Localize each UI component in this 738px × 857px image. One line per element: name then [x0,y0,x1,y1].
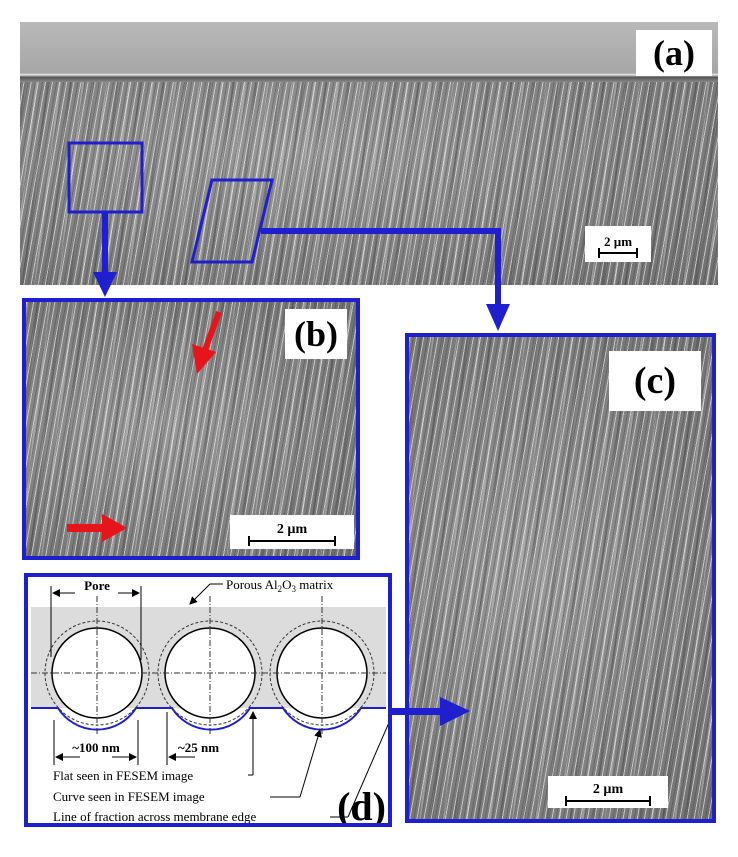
scale-bar-c: 2 µm [548,776,668,808]
pores [31,596,386,735]
arrow-a-to-b [93,212,117,297]
matrix-label: Porous Al2O3 matrix [226,577,334,594]
panel-label-c: (c) [609,351,701,411]
fracture-line [31,707,386,731]
arrow-a-to-c [261,228,510,331]
fraction-line-label: Line of fraction across membrane edge [53,809,256,823]
schematic-d: Pore Porous Al2O3 matrix ~100 nm ~25 nm … [24,573,392,827]
pore-schematic: Pore Porous Al2O3 matrix ~100 nm ~25 nm … [31,577,388,823]
pore-label: Pore [84,578,110,593]
dimension-100nm: ~100 nm [72,740,120,755]
scale-bar-a-label: 2 µm [603,234,633,249]
region-box-c [190,178,274,264]
arrow-d-to-c [392,697,470,726]
panel-label-a: (a) [636,30,712,76]
red-arrow-bottom [67,514,127,542]
membrane-surface [20,22,718,82]
scale-bar-a: 2 µm [585,226,651,262]
panel-label-d: (d) [337,784,386,823]
panel-label-b: (b) [285,309,347,359]
sem-image-c: (c) 2 µm [405,333,716,823]
scale-bar-c-label: 2 µm [592,782,624,797]
flat-label: Flat seen in FESEM image [53,768,193,783]
sem-image-a: (a) 2 µm [20,22,718,285]
dimension-25nm: ~25 nm [178,740,219,755]
curve-label: Curve seen in FESEM image [53,789,205,804]
scale-bar-b-label: 2 µm [276,522,308,537]
red-arrow-top [192,310,222,374]
scale-bar-b: 2 µm [230,515,354,549]
dimension-lines [50,583,388,818]
region-box-b [67,141,144,214]
sem-image-b: (b) 2 µm [22,298,360,560]
